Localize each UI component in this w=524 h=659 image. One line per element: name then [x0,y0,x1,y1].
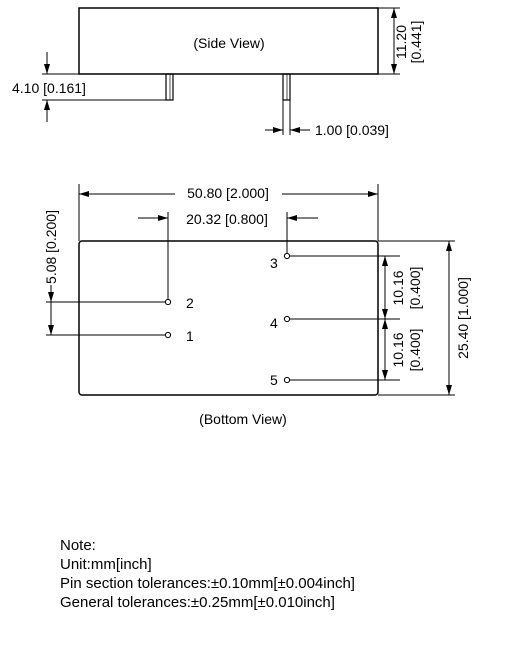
pin-offset-dim: 5.08 [0.200] [43,210,59,284]
side-view-pin-left [165,73,174,101]
side-view-title: (Side View) [193,35,264,51]
side-view-pin-right [282,73,291,101]
pin-5-marker [283,376,291,384]
pin-spacing-dim: 20.32 [0.800] [186,211,268,227]
notes-heading: Note: [60,537,96,554]
side-view-body [78,7,379,75]
side-height-dim: 11.20 [393,25,409,59]
side-height-dim-inch: [0.441] [408,21,424,64]
pin-2-marker [164,298,172,306]
pin-3-marker [283,252,291,260]
pin-length-dim: 4.10 [0.161] [12,80,86,96]
pin-label-4: 4 [270,315,278,331]
pin-width-dim: 1.00 [0.039] [315,122,389,138]
notes-block: Note: Unit:mm[inch] Pin section toleranc… [60,536,355,612]
pin-4-marker [283,315,291,323]
bottom-view-title: (Bottom View) [199,411,287,427]
notes-unit: Unit:mm[inch] [60,556,152,573]
bottom-view-body [78,240,379,396]
overall-width-dim: 50.80 [2.000] [187,185,269,201]
pin-label-3: 3 [270,255,278,271]
overall-height-dim: 25.40 [1.000] [455,277,471,359]
pin-1-marker [164,331,172,339]
pitch-upper-dim-inch: [0.400] [407,267,423,310]
pin-label-2: 2 [186,295,194,311]
pin-label-5: 5 [270,372,278,388]
pitch-lower-dim-inch: [0.400] [407,329,423,372]
pitch-upper-dim: 10.16 [390,270,406,305]
pin-label-1: 1 [186,328,194,344]
notes-pin-tolerance: Pin section tolerances:±0.10mm[±0.004inc… [60,575,355,592]
notes-general-tolerance: General tolerances:±0.25mm[±0.010inch] [60,594,335,611]
pitch-lower-dim: 10.16 [390,332,406,367]
